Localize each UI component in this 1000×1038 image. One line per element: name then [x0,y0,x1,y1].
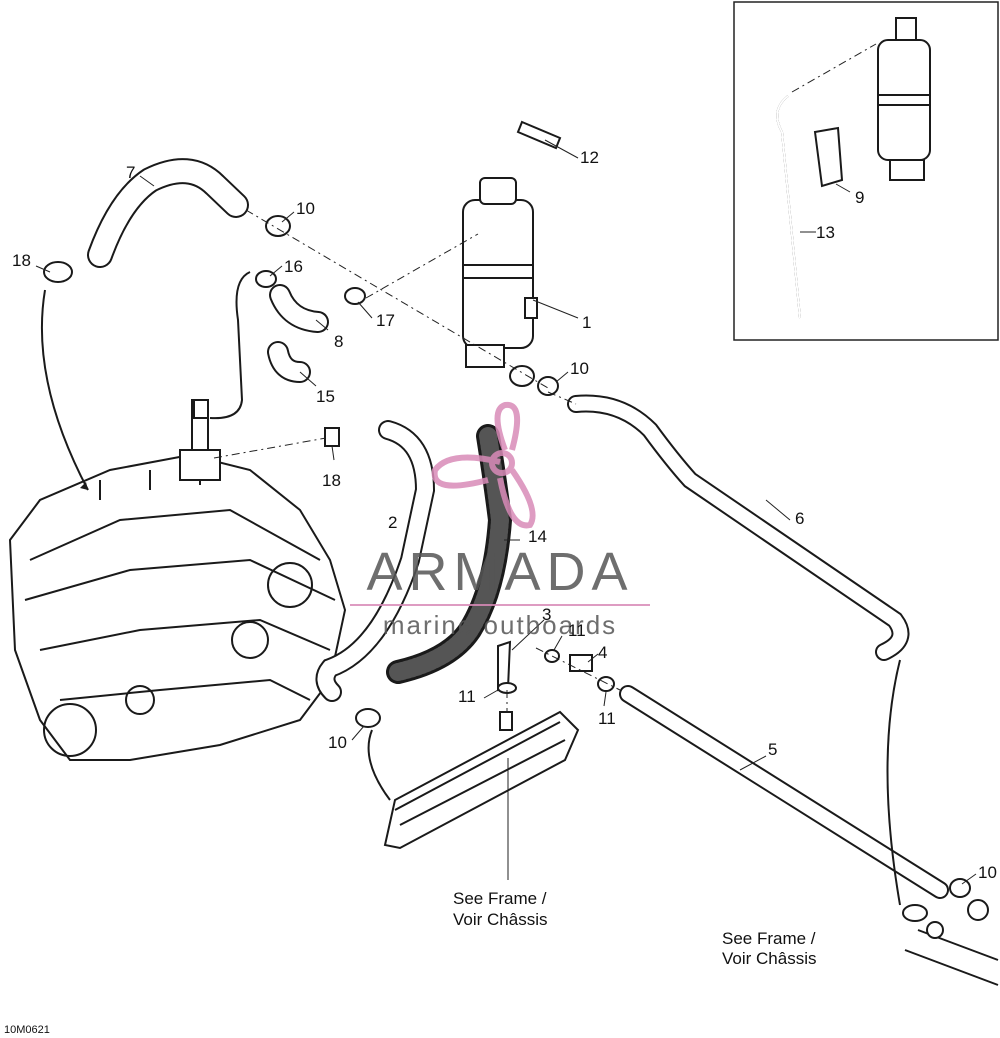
watermark-brand: ARMADA [366,542,633,602]
see-frame-notes: See Frame / Voir Châssis See Frame / Voi… [453,889,816,968]
part-label-11-b: 11 [458,687,476,706]
part-label-4: 4 [598,643,607,662]
watermark-tagline: marine outboards [383,610,617,640]
hose-2 [315,420,436,702]
part-label-6: 6 [795,509,804,528]
note-center-line2: Voir Châssis [453,910,547,929]
fitting-4 [569,654,593,672]
part-label-18-upper: 18 [12,251,31,270]
part-label-5: 5 [768,740,777,759]
part-label-16: 16 [284,257,303,276]
armada-watermark: ARMADA marine outboards [350,401,650,640]
part-labels: 1 2 3 4 5 6 7 8 9 10 10 10 10 11 11 11 1… [12,148,997,882]
part-label-15: 15 [316,387,335,406]
part-label-18-middle: 18 [322,471,341,490]
part-label-9: 9 [855,188,864,207]
clamp-18-middle [324,427,340,447]
centerlines [213,209,621,712]
hose-14 [386,424,513,684]
washer-11-a [544,649,560,663]
inset-bracket-icon [813,126,844,188]
hose-15 [267,341,311,383]
tank-cap-12 [516,120,562,150]
inset-overflow-tube-icon [776,95,801,319]
hose-5 [619,685,949,899]
part-label-10-lower: 10 [328,733,347,752]
part-label-11-a: 11 [568,621,586,640]
hose-8 [269,284,329,333]
part-label-17: 17 [376,311,395,330]
clamp-10-upper [265,215,291,237]
engine-block-illustration [8,399,347,761]
inset-leader [791,43,877,93]
part-label-14: 14 [528,527,547,546]
part-label-3: 3 [542,605,551,624]
part-label-7: 7 [126,163,135,182]
part-label-2: 2 [388,513,397,532]
inset-coolant-tank-icon [877,17,931,181]
frame-right [904,899,999,986]
note-center-line1: See Frame / [453,889,547,908]
washer-11-c [597,676,615,692]
part-label-10-tank: 10 [570,359,589,378]
inset-detail-box [733,1,999,341]
hose-7 [87,158,249,268]
figure-code: 10M0621 [4,1024,50,1036]
hose-6 [567,394,910,661]
part-label-12: 12 [580,148,599,167]
note-right-line2: Voir Châssis [722,949,816,968]
clamp-17 [344,287,366,305]
propeller-logo-icon [431,401,536,529]
part-label-1: 1 [582,313,591,332]
clamp-18-upper [40,261,89,491]
part-label-8: 8 [334,332,343,351]
leader-lines [35,139,977,885]
part-label-10-upper: 10 [296,199,315,218]
part-label-10-right: 10 [978,863,997,882]
clamp-10-right [886,659,971,922]
note-right-line1: See Frame / [722,929,816,948]
coolant-tank-1 [462,177,538,387]
part-label-13: 13 [816,223,835,242]
clamp-10-tank [537,376,559,396]
part-label-11-c: 11 [598,709,616,728]
clamp-10-lower [355,708,391,801]
bleeder-tube [193,271,251,420]
frame-cooler [383,710,580,850]
